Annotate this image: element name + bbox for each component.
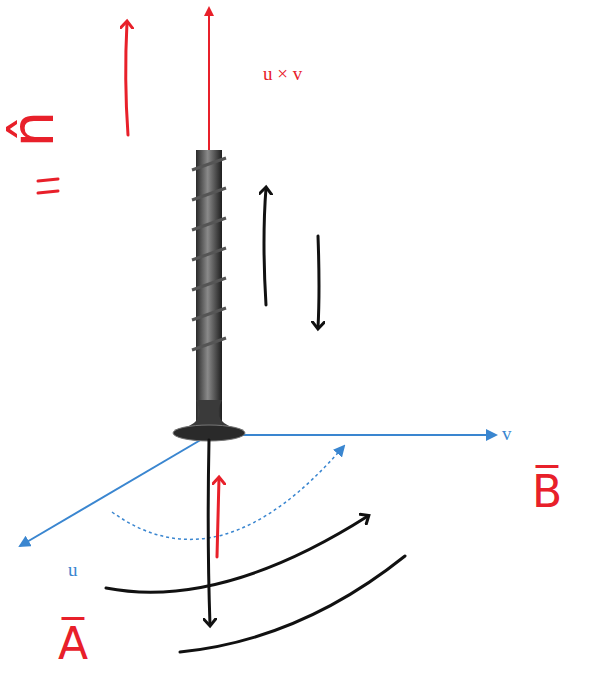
handwritten-label: n̂	[4, 111, 62, 148]
handwritten-label: B̅	[532, 470, 562, 514]
handwritten-label: A̅	[58, 622, 88, 666]
vector-label: u	[68, 560, 78, 579]
vector-label: u × v	[263, 64, 302, 83]
vector-label: v	[502, 424, 512, 443]
